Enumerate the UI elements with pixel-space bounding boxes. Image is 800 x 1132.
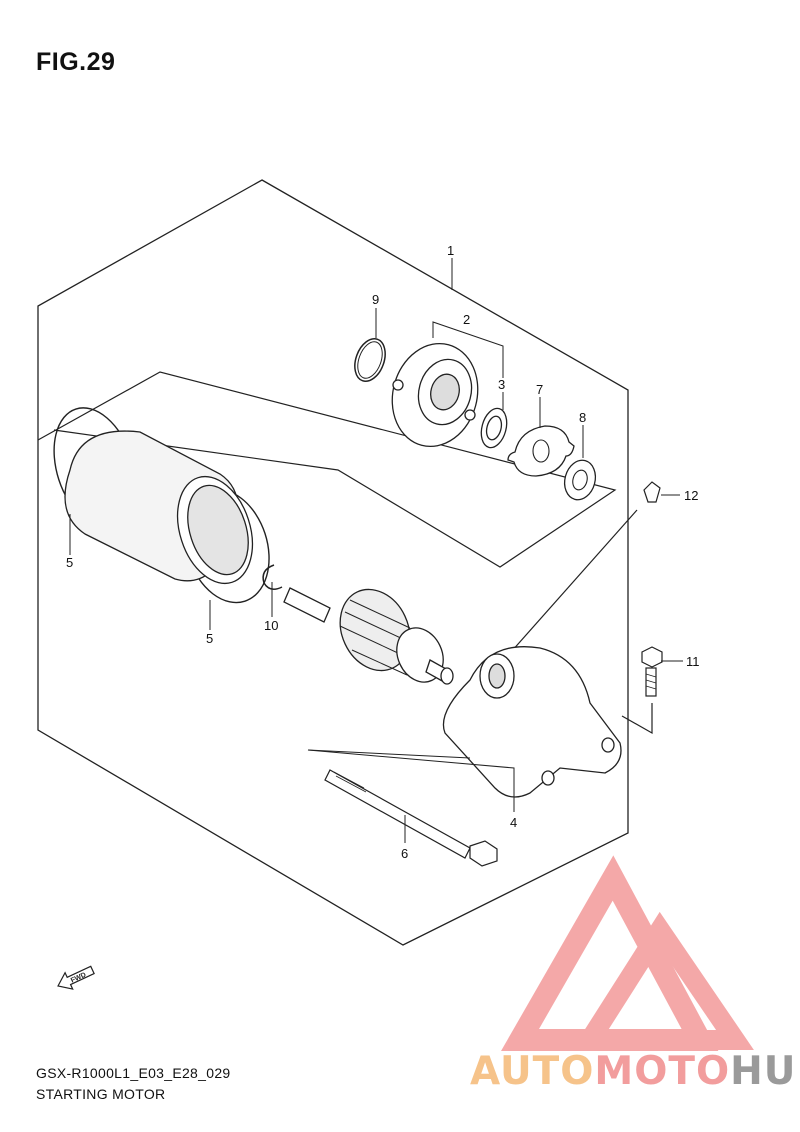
leader-lines	[69, 258, 683, 843]
callout-6: 6	[401, 846, 408, 861]
front-housing-part-2	[391, 342, 479, 448]
watermark-part-2: MOTO	[594, 1049, 731, 1094]
callout-10: 10	[264, 618, 278, 633]
callout-5-right: 5	[206, 631, 213, 646]
callout-8: 8	[579, 410, 586, 425]
motor-yoke-housing	[64, 430, 254, 585]
callout-7: 7	[536, 382, 543, 397]
bolt-part-11	[621, 646, 663, 735]
subassembly-outline	[37, 371, 617, 568]
figure-caption: GSX-R1000L1_E03_E28_029 STARTING MOTOR	[36, 1063, 231, 1105]
callout-5-left: 5	[66, 555, 73, 570]
figure-code: GSX-R1000L1_E03_E28_029	[36, 1065, 231, 1081]
rear-housing-part-4	[442, 646, 622, 798]
callout-2: 2	[463, 312, 470, 327]
callout-12: 12	[684, 488, 698, 503]
forward-direction-icon: FWD	[57, 965, 95, 990]
armature	[283, 587, 454, 685]
figure-name: STARTING MOTOR	[36, 1086, 166, 1102]
assembly-outline	[37, 179, 629, 946]
fwd-label: FWD	[70, 972, 87, 985]
figure-title: FIG.29	[36, 48, 116, 76]
watermark-part-1: AUTO	[470, 1049, 595, 1094]
screw-part-12	[494, 481, 661, 671]
callout-1: 1	[447, 243, 454, 258]
callout-3: 3	[498, 377, 505, 392]
watermark-part-3: HUB	[730, 1049, 800, 1094]
watermark-text: AUTOMOTOHUB	[470, 1049, 800, 1094]
oil-seal-part-3	[480, 407, 508, 449]
callout-9: 9	[372, 292, 379, 307]
circlip-part-10	[262, 564, 283, 590]
callout-11: 11	[686, 654, 700, 669]
callout-4: 4	[510, 815, 517, 830]
watermark-logo	[501, 855, 754, 1051]
through-bolt-part-6	[324, 769, 498, 867]
o-ring-part-9	[354, 338, 386, 382]
